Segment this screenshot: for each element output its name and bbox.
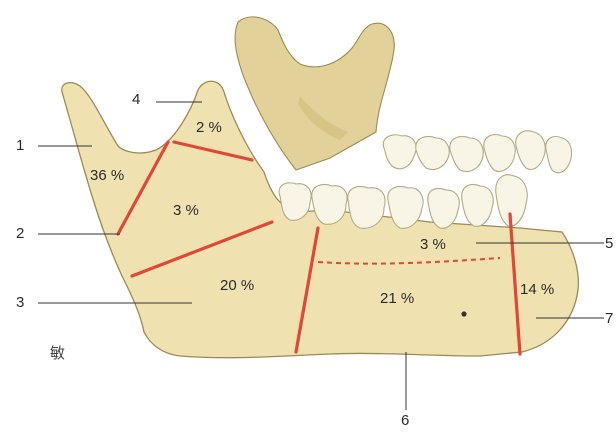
tooth	[546, 137, 572, 173]
corner-mark: 敏	[50, 344, 65, 362]
region-percent-5: 3 %	[420, 236, 446, 253]
tooth	[462, 185, 494, 227]
mental-foramen	[461, 311, 466, 316]
region-percent-6: 21 %	[380, 290, 414, 307]
region-number-6: 6	[401, 412, 409, 429]
region-percent-7: 14 %	[520, 281, 554, 298]
region-number-4: 4	[132, 91, 140, 108]
region-percent-3: 20 %	[220, 277, 254, 294]
region-number-5: 5	[605, 235, 613, 252]
region-percent-4: 2 %	[196, 119, 222, 136]
region-number-3: 3	[16, 294, 24, 311]
region-percent-1: 36 %	[90, 167, 124, 184]
region-percent-2: 3 %	[173, 202, 199, 219]
tooth	[484, 135, 515, 172]
tooth	[416, 137, 449, 170]
tooth	[516, 131, 546, 170]
far-ramus	[235, 17, 394, 170]
tooth	[383, 135, 416, 169]
region-number-7: 7	[605, 310, 613, 327]
tooth	[450, 137, 483, 172]
region-number-1: 1	[16, 137, 24, 154]
tooth	[348, 187, 385, 229]
region-number-2: 2	[16, 225, 24, 242]
